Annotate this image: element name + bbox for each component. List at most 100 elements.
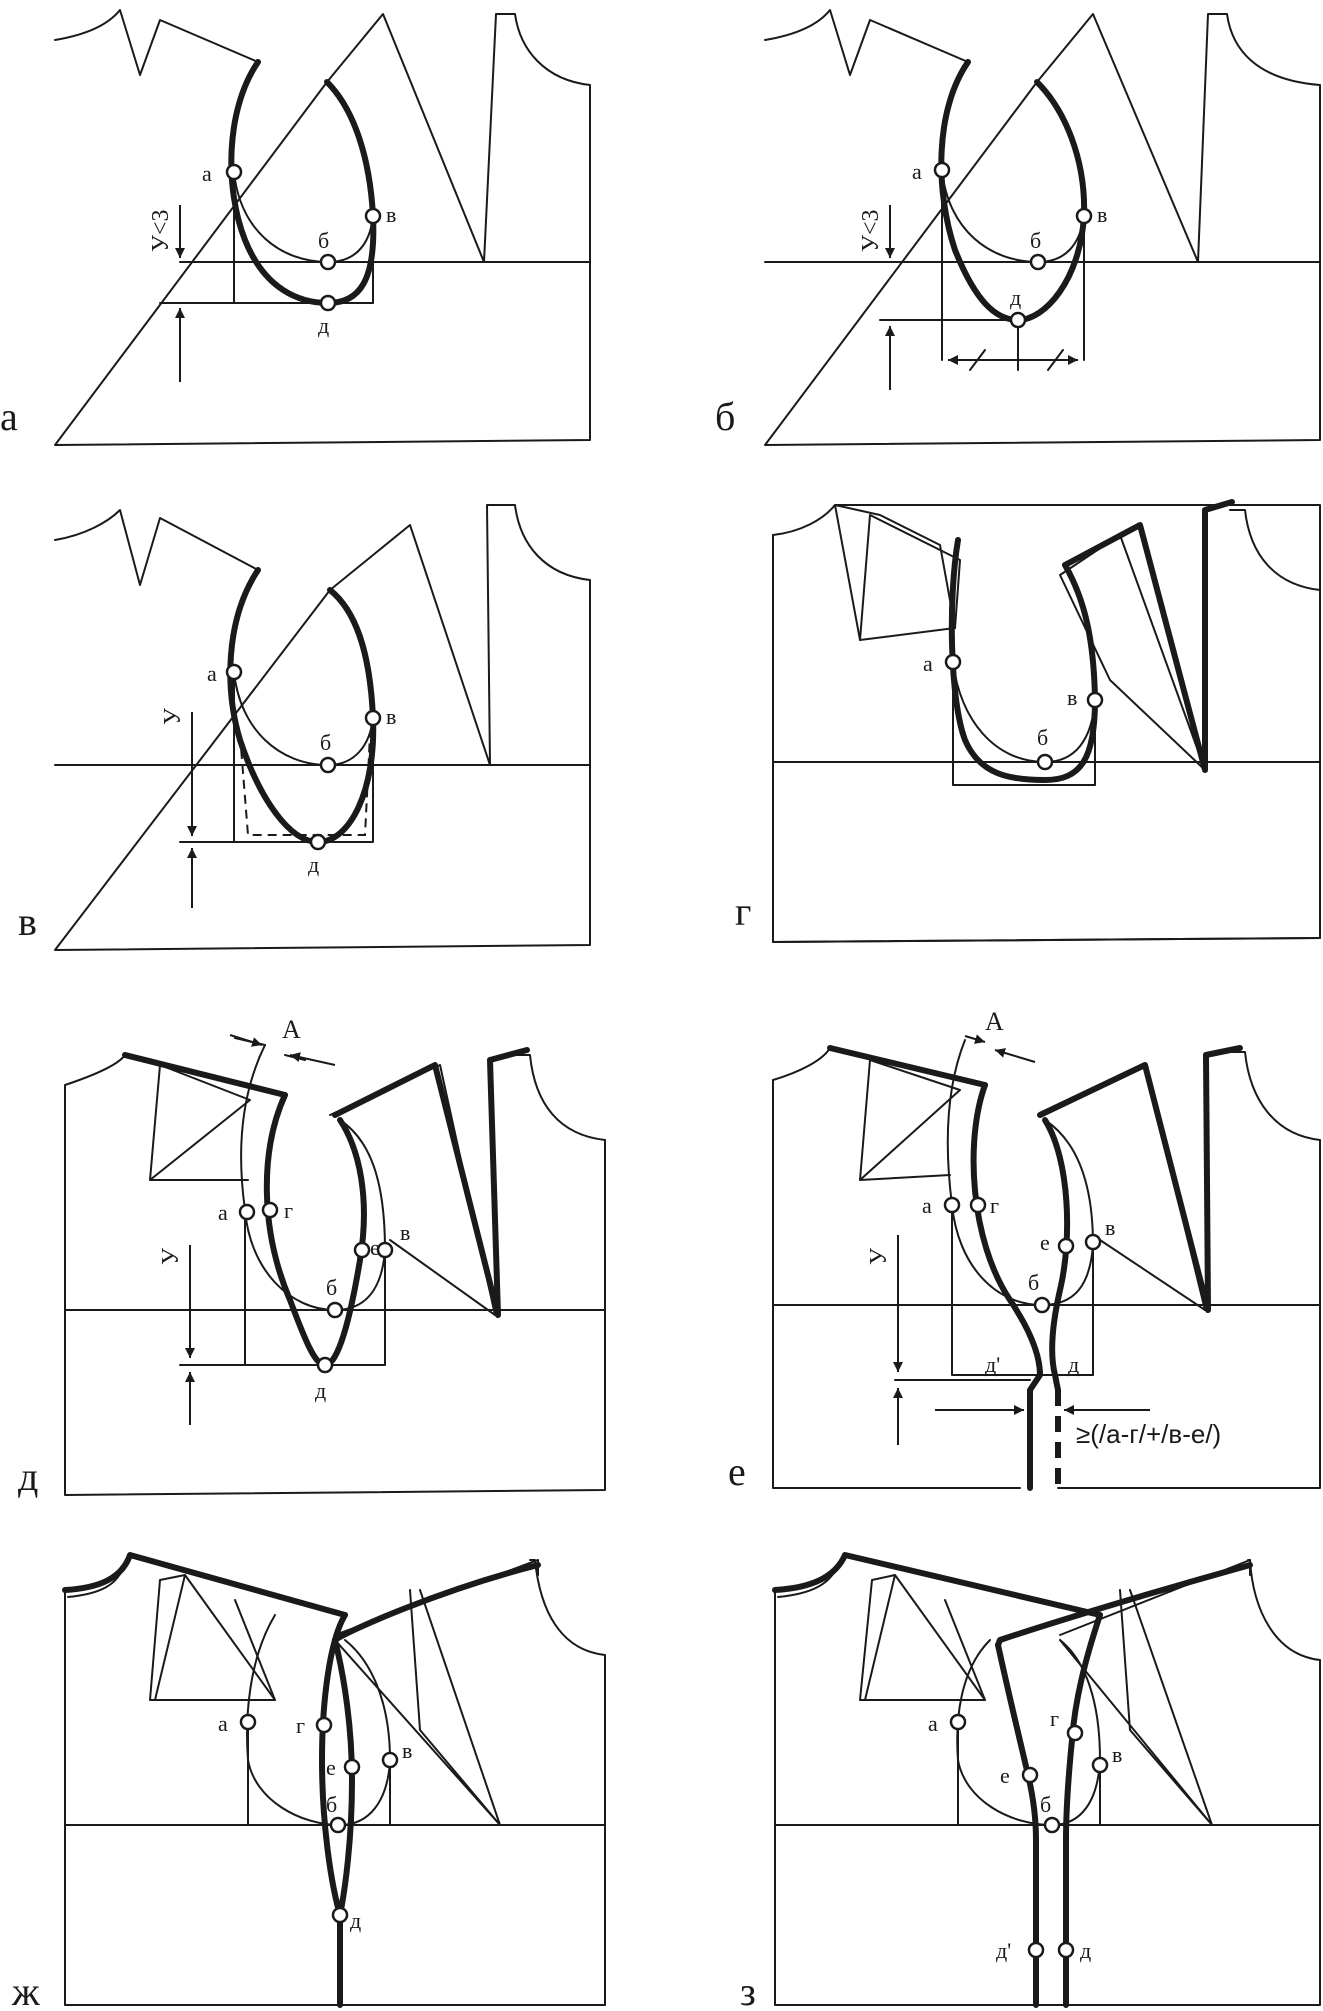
- formula-label: ≥(/а-г/+/в-е/): [1076, 1419, 1221, 1449]
- panel-zh: а г е б в д ж: [11, 1552, 606, 2011]
- construction-rect: [952, 661, 1096, 786]
- point-a: [944, 653, 962, 671]
- point-b-label: б: [1040, 1792, 1051, 1817]
- panel-d: а г е в б д А У д: [18, 1015, 606, 1499]
- point-b-label: б: [1037, 725, 1048, 750]
- shoulder-right: [332, 1047, 530, 1318]
- point-a: [933, 161, 951, 179]
- point-b: [1033, 1296, 1051, 1314]
- point-d: [331, 1906, 349, 1924]
- point-b: [1036, 753, 1054, 771]
- point-b-label: б: [318, 228, 329, 253]
- point-v-label: в: [1097, 202, 1107, 227]
- panel-label: а: [0, 394, 18, 439]
- point-g-label: г: [284, 1198, 293, 1223]
- panel-b: а б в д У<3 б: [715, 9, 1321, 446]
- point-e: [343, 1758, 361, 1776]
- point-b: [319, 756, 337, 774]
- original-neckline: [244, 1119, 386, 1311]
- shoulder-right-inner: [1059, 1559, 1251, 1636]
- point-d1: [1027, 1941, 1045, 1959]
- shoulder-right: [1037, 1045, 1243, 1313]
- point-a-label: а: [218, 1200, 228, 1225]
- original-neckline: [941, 169, 1085, 263]
- point-d1-label: д': [985, 1352, 1000, 1377]
- bodice-outline: [764, 9, 1321, 446]
- new-neckline: [970, 1082, 1043, 1491]
- construction-rect: [244, 1209, 386, 1366]
- shoulder-left: [122, 1052, 288, 1098]
- alternate-line: [239, 734, 371, 836]
- panel-label: д: [18, 1454, 38, 1499]
- point-v-label: в: [402, 1738, 412, 1763]
- point-v-label: в: [400, 1220, 410, 1245]
- point-g: [1066, 1724, 1084, 1742]
- point-a: [225, 663, 243, 681]
- panel-label: г: [735, 889, 751, 934]
- point-g: [315, 1716, 333, 1734]
- bodice-outline: [774, 1559, 1321, 2006]
- panel-g: а б в г: [735, 499, 1321, 943]
- dimension-label: У: [866, 1248, 892, 1265]
- point-e-label: е: [326, 1755, 336, 1780]
- construction-rect: [233, 171, 374, 304]
- point-e: [1021, 1766, 1039, 1784]
- dart-left: [834, 504, 956, 641]
- point-v-label: в: [1112, 1742, 1122, 1767]
- width-label: А: [985, 1007, 1004, 1036]
- dimension-label: У: [158, 1248, 184, 1265]
- point-v-label: в: [386, 704, 396, 729]
- new-neckline-right: [1042, 1117, 1071, 1393]
- point-d: [309, 833, 327, 851]
- panel-label: б: [715, 394, 735, 439]
- point-d-label: д: [308, 852, 319, 877]
- dart-left: [149, 1064, 251, 1181]
- original-neckline-a: [946, 1039, 966, 1206]
- point-v: [381, 1751, 399, 1769]
- original-neckline-a: [240, 1044, 266, 1211]
- point-g: [969, 1196, 987, 1214]
- point-b: [1029, 253, 1047, 271]
- dim-line: [289, 1052, 336, 1066]
- shoulder-left: [772, 1552, 1103, 1618]
- bodice-outline: [772, 504, 1321, 943]
- bodice-outline: [64, 1054, 606, 1496]
- point-e-label: е: [370, 1235, 380, 1260]
- point-d: [316, 1356, 334, 1374]
- point-a: [949, 1713, 967, 1731]
- point-b-label: б: [1030, 228, 1041, 253]
- shoulder-left-inner: [777, 1564, 839, 1598]
- construction-rect: [233, 671, 374, 843]
- dart-left: [149, 1574, 276, 1701]
- dimension-label: У<3: [858, 209, 884, 252]
- construction-rect: [951, 1204, 1094, 1376]
- point-a-label: а: [922, 1193, 932, 1218]
- point-a-label: а: [928, 1711, 938, 1736]
- panel-label: ж: [11, 1969, 40, 2011]
- dart-left-b: [944, 1599, 986, 1701]
- point-v: [364, 207, 382, 225]
- bodice-outline: [54, 504, 591, 951]
- panel-label: в: [18, 899, 37, 944]
- point-b: [326, 1301, 344, 1319]
- dim-line: [229, 1034, 263, 1047]
- original-neckline: [951, 1119, 1094, 1306]
- point-e: [1057, 1237, 1075, 1255]
- point-e: [353, 1241, 371, 1259]
- point-v: [376, 1241, 394, 1259]
- point-a-label: а: [207, 661, 217, 686]
- point-d-label: д: [1010, 285, 1021, 310]
- point-a-label: а: [202, 161, 212, 186]
- point-d-label: д: [315, 1378, 326, 1403]
- point-v: [1091, 1756, 1109, 1774]
- width-label: А: [282, 1015, 301, 1044]
- point-a-label: а: [218, 1711, 228, 1736]
- point-g-label: г: [296, 1713, 305, 1738]
- point-v-label: в: [1105, 1215, 1115, 1240]
- point-b: [329, 1816, 347, 1834]
- panel-label: з: [740, 1969, 756, 2011]
- new-neckline-right: [332, 1637, 355, 1918]
- dart-right: [1059, 534, 1206, 771]
- bodice-outline: [772, 1047, 1321, 1489]
- point-b: [319, 253, 337, 271]
